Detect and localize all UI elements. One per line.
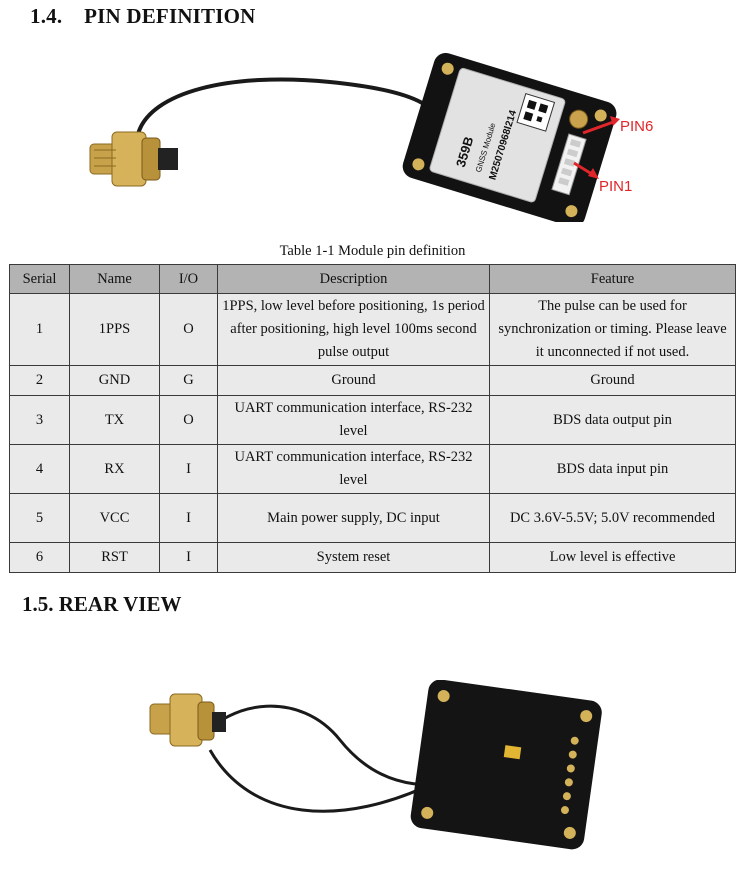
cell-io: I [159, 493, 218, 543]
cell-name: VCC [69, 493, 160, 543]
cell-name: 1PPS [69, 293, 160, 366]
table-caption: Table 1-1 Module pin definition [279, 243, 466, 259]
table-row: 3 TX O UART communication interface, RS-… [9, 395, 736, 445]
antenna-cable [136, 77, 441, 149]
cell-description: UART communication interface, RS-232 lev… [217, 395, 490, 445]
cell-feature: BDS data input pin [489, 444, 736, 494]
cell-serial: 6 [9, 542, 70, 573]
table-row: 4 RX I UART communication interface, RS-… [9, 444, 736, 494]
section-heading-rear-view: 1.5. REAR VIEW [22, 592, 181, 617]
section-number: 1.4. [30, 4, 63, 28]
cell-name: GND [69, 365, 160, 396]
module-front-photo: 359B GNSS Module M25070968l214 PIN6 PIN1 [89, 52, 653, 222]
table-row: 6 RST I System reset Low level is effect… [9, 542, 736, 573]
cell-io: I [159, 542, 218, 573]
sma-connector [89, 131, 178, 187]
cell-description: 1PPS, low level before positioning, 1s p… [217, 293, 490, 366]
cell-name: RST [69, 542, 160, 573]
cell-feature: Low level is effective [489, 542, 736, 573]
column-header-serial: Serial [9, 264, 70, 294]
table-row: 2 GND G Ground Ground [9, 365, 736, 396]
cell-description: Ground [217, 365, 490, 396]
cell-serial: 3 [9, 395, 70, 445]
cell-feature: The pulse can be used for synchronizatio… [489, 293, 736, 366]
cell-serial: 5 [9, 493, 70, 543]
cell-io: O [159, 293, 218, 366]
pin6-callout-arrow [582, 119, 617, 135]
qr-code-icon [516, 93, 556, 132]
cell-feature: Ground [489, 365, 736, 396]
cell-serial: 2 [9, 365, 70, 396]
logo-mark [503, 745, 522, 760]
cell-description: Main power supply, DC input [217, 493, 490, 543]
cell-name: RX [69, 444, 160, 494]
column-header-feature: Feature [489, 264, 736, 294]
pin1-label: PIN1 [599, 178, 632, 195]
column-header-name: Name [69, 264, 160, 294]
section-number: 1.5. [22, 592, 54, 616]
table-row: 1 1PPS O 1PPS, low level before position… [9, 293, 736, 366]
sma-connector [149, 693, 226, 747]
column-header-io: I/O [159, 264, 218, 294]
cell-feature: DC 3.6V-5.5V; 5.0V recommended [489, 493, 736, 543]
section-title: PIN DEFINITION [84, 4, 256, 28]
pin-definition-table: Serial Name I/O Description Feature 1 1P… [9, 264, 736, 573]
pcb-board: 359B GNSS Module M25070968l214 [402, 52, 617, 222]
cell-description: System reset [217, 542, 490, 573]
pcb-board-rear [410, 680, 602, 850]
cell-feature: BDS data output pin [489, 395, 736, 445]
section-heading-pin-definition: 1.4. PIN DEFINITION [30, 4, 256, 29]
table-header-row: Serial Name I/O Description Feature [9, 264, 736, 294]
cell-serial: 1 [9, 293, 70, 366]
cell-name: TX [69, 395, 160, 445]
cell-io: G [159, 365, 218, 396]
cell-io: I [159, 444, 218, 494]
cell-serial: 4 [9, 444, 70, 494]
section-title: REAR VIEW [58, 592, 182, 616]
pin6-label: PIN6 [620, 118, 653, 135]
table-row: 5 VCC I Main power supply, DC input DC 3… [9, 493, 736, 543]
cell-description: UART communication interface, RS-232 lev… [217, 444, 490, 494]
column-header-description: Description [217, 264, 490, 294]
cell-io: O [159, 395, 218, 445]
module-rear-photo [149, 680, 602, 850]
